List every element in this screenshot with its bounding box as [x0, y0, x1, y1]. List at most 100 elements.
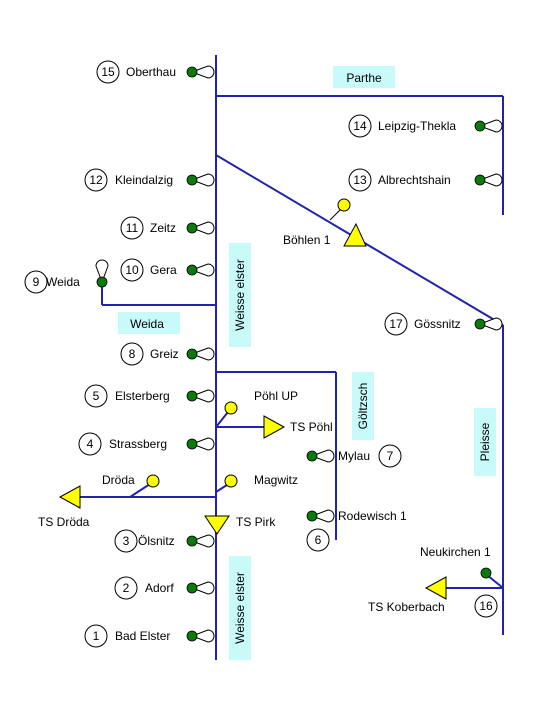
gauge-number: 8 [129, 347, 136, 361]
river-label-pleisse: Pleisse [474, 408, 496, 476]
gauge-albrechtshain[interactable]: 13 Albrechtshain [348, 168, 503, 192]
droda-inflow-stub [129, 483, 151, 498]
reservoir-ts-droda[interactable]: TS Dröda [38, 485, 90, 529]
gauge-name: Kleindalzig [115, 173, 173, 187]
gauge-neukirchen[interactable]: Neukirchen 1 16 [420, 545, 498, 618]
gauge-greiz[interactable]: 8 Greiz [120, 342, 215, 366]
gauge-name: Ölsnitz [138, 534, 175, 548]
gauge-number: 9 [33, 275, 40, 289]
gauge-number: 13 [353, 173, 367, 187]
gauge-number: 17 [389, 317, 403, 331]
gauge-dot-icon [186, 221, 215, 235]
reservoir-label: TS Dröda [38, 515, 90, 529]
gauge-number: 14 [353, 119, 367, 133]
gauge-name: Albrechtshain [378, 173, 451, 187]
gauge-name: Elsterberg [115, 389, 170, 403]
gauge-elsterberg[interactable]: 5 Elsterberg [84, 384, 215, 408]
gauge-adorf[interactable]: 2 Adorf [114, 576, 215, 600]
inflow-bohlen[interactable]: Böhlen 1 [283, 198, 367, 247]
reservoir-triangle-icon [58, 485, 81, 509]
gauge-name: Adorf [145, 581, 174, 595]
gauge-kleindalzig[interactable]: 12 Kleindalzig [84, 168, 215, 192]
pohl-inflow-line [215, 411, 229, 428]
river-label-weisse-elster-lower-text: Weisse elster [233, 572, 247, 644]
reservoir-triangle-icon [343, 222, 367, 247]
gauge-weida[interactable]: 9 Weida [24, 259, 109, 294]
inflow-label: Pöhl UP [254, 389, 298, 403]
gauge-oberthau[interactable]: 15 Oberthau [96, 60, 215, 84]
inflow-point-icon [146, 474, 160, 488]
gauge-olsnitz[interactable]: 3 Ölsnitz [114, 529, 215, 553]
gauge-name: Zeitz [150, 221, 176, 235]
gauge-strassberg[interactable]: 4 Strassberg [78, 432, 215, 456]
reservoir-ts-koberbach[interactable]: TS Koberbach [368, 576, 447, 614]
gauge-zeitz[interactable]: 11 Zeitz [120, 216, 215, 240]
gauge-mylau[interactable]: Mylau 7 [306, 444, 402, 468]
reservoir-triangle-icon [204, 515, 230, 535]
river-label-weida: Weida [118, 312, 180, 334]
gauge-gera[interactable]: 10 Gera [120, 258, 215, 282]
gauge-number: 2 [123, 581, 130, 595]
inflow-label: Magwitz [254, 473, 298, 487]
reservoir-label: TS Pirk [236, 515, 276, 529]
inflow-magwitz[interactable]: Magwitz [224, 473, 298, 488]
gauge-name: Gera [150, 263, 177, 277]
reservoir-ts-pohl[interactable]: TS Pöhl [263, 415, 333, 439]
gauge-number: 16 [479, 599, 493, 613]
gauge-gossnitz[interactable]: 17 Gössnitz [384, 312, 503, 336]
gauge-number: 5 [93, 389, 100, 403]
gauge-dot-icon [306, 509, 335, 523]
river-label-weisse-elster-upper: Weisse elster [229, 243, 251, 347]
inflow-label: Dröda [102, 473, 135, 487]
gauge-dot-icon [480, 567, 492, 579]
river-label-weida-text: Weida [130, 317, 164, 331]
river-label-weisse-elster-lower: Weisse elster [229, 556, 251, 660]
gauge-name: Rodewisch 1 [338, 509, 407, 523]
river-label-pleisse-text: Pleisse [478, 422, 492, 461]
gauge-dot-icon [186, 534, 215, 548]
neukirchen-inflow-stub [486, 574, 504, 589]
reservoir-ts-pirk[interactable]: TS Pirk [204, 515, 276, 535]
gauge-name: Oberthau [126, 65, 176, 79]
river-lines [80, 55, 504, 660]
gauge-dot-icon [186, 263, 215, 277]
inflow-droda[interactable]: Dröda [102, 473, 160, 488]
reservoir-label: TS Koberbach [368, 600, 445, 614]
river-label-parthe-text: Parthe [346, 71, 382, 85]
inflow-point-icon [224, 474, 238, 488]
gauge-name: Weida [46, 275, 80, 289]
gauge-leipzig-thekla[interactable]: 14 Leipzig-Thekla [348, 114, 503, 138]
gauge-dot-icon [186, 173, 215, 187]
gauge-dot-icon [474, 173, 503, 187]
gauge-name: Strassberg [109, 437, 167, 451]
gauge-dot-icon [474, 317, 503, 331]
gauge-dot-icon [306, 449, 335, 463]
gauge-name: Neukirchen 1 [420, 545, 491, 559]
gauge-dot-icon [474, 119, 503, 133]
gauge-name: Greiz [150, 347, 179, 361]
river-label-parthe: Parthe [333, 66, 395, 88]
gauge-number: 15 [101, 65, 115, 79]
gauge-number: 11 [126, 221, 139, 235]
gauge-number: 6 [315, 533, 322, 547]
gauge-dot-icon [186, 437, 215, 451]
reservoir-triangle-icon [424, 576, 447, 600]
inflow-pohl-up[interactable]: Pöhl UP [224, 389, 298, 415]
gauge-rodewisch[interactable]: Rodewisch 1 6 [306, 509, 407, 552]
gauge-name: Leipzig-Thekla [378, 119, 456, 133]
river-label-goltzsch: Göltzsch [352, 372, 374, 440]
gauge-name: Gössnitz [414, 317, 461, 331]
gauge-number: 7 [387, 449, 394, 463]
gauge-dot-icon [186, 629, 215, 643]
river-label-goltzsch-text: Göltzsch [356, 383, 370, 430]
inflow-label: Böhlen 1 [283, 233, 331, 247]
reservoir-label: TS Pöhl [290, 420, 333, 434]
gauge-dot-icon [186, 581, 215, 595]
gauge-dot-icon [186, 389, 215, 403]
gauge-bad-elster[interactable]: 1 Bad Elster [84, 624, 215, 648]
inflow-point-icon [224, 401, 238, 415]
gauge-dot-icon [186, 65, 215, 79]
gauge-name: Bad Elster [115, 629, 170, 643]
gauge-number: 4 [87, 437, 94, 451]
